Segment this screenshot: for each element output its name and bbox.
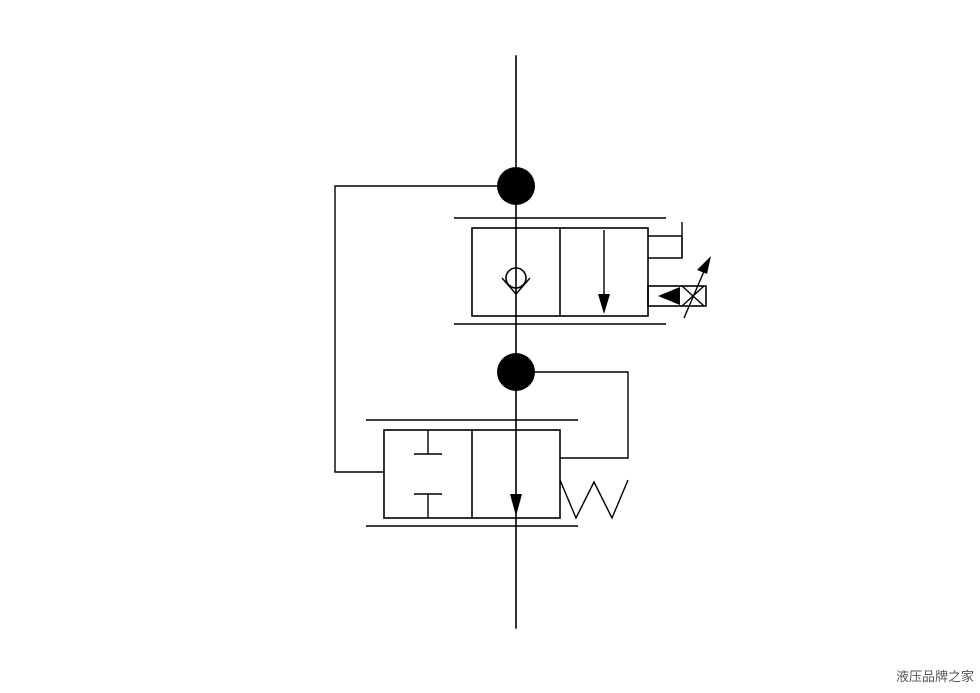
solenoid-valve bbox=[454, 217, 711, 325]
arrow-down-icon-2 bbox=[510, 494, 522, 516]
watermark: 液压品牌之家 bbox=[895, 670, 974, 685]
spring-icon bbox=[559, 479, 629, 520]
bypass-line-left bbox=[334, 185, 516, 473]
check-valve-seat-icon bbox=[501, 277, 531, 296]
arrow-down-icon bbox=[598, 294, 610, 314]
check-valve-icon bbox=[505, 267, 527, 289]
proportional-arrow-icon bbox=[697, 256, 711, 274]
bypass-line-right bbox=[516, 371, 629, 459]
junction-lower bbox=[497, 353, 535, 391]
solenoid-triangle-icon bbox=[658, 287, 680, 305]
junction-upper bbox=[497, 167, 535, 205]
actuator-bracket bbox=[648, 235, 683, 259]
solenoid-coil bbox=[647, 285, 707, 307]
pilot-valve bbox=[366, 419, 629, 527]
